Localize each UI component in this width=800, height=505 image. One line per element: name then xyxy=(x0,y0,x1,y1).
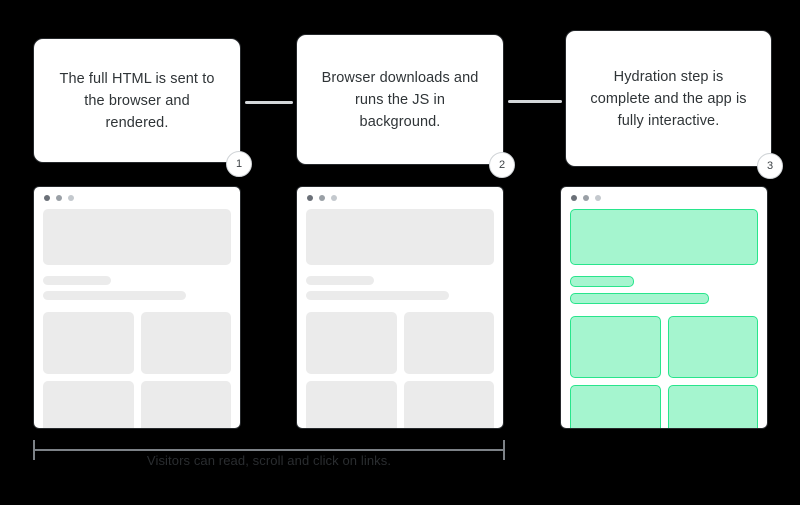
maximize-dot-icon xyxy=(595,195,601,201)
close-dot-icon xyxy=(44,195,50,201)
skeleton-tile xyxy=(43,312,134,374)
maximize-dot-icon xyxy=(68,195,74,201)
measurement-bracket xyxy=(33,440,505,460)
step-badge-3: 3 xyxy=(757,153,783,179)
bracket-cap-right xyxy=(503,440,505,460)
browser-mockup-3 xyxy=(560,186,768,429)
minimize-dot-icon xyxy=(319,195,325,201)
skeleton-hero-block xyxy=(306,209,494,265)
skeleton-subheading-line xyxy=(306,291,449,300)
step-card-1: The full HTML is sent to the browser and… xyxy=(33,38,241,163)
browser-3-page-body xyxy=(561,209,767,428)
skeleton-tile xyxy=(43,381,134,428)
skeleton-tile xyxy=(403,312,494,374)
browser-1-page-body xyxy=(34,209,240,428)
step-badge-2-number: 2 xyxy=(498,159,506,171)
skeleton-tile-grid xyxy=(306,312,494,428)
skeleton-tile xyxy=(140,312,231,374)
minimize-dot-icon xyxy=(56,195,62,201)
browser-2-page-body xyxy=(297,209,503,428)
hydrated-tile[interactable] xyxy=(667,385,758,428)
hydrated-tile[interactable] xyxy=(570,385,661,428)
skeleton-heading-line xyxy=(43,276,111,285)
connector-step2-step3 xyxy=(508,100,562,103)
browser-mockup-2 xyxy=(296,186,504,429)
hydrated-heading-line[interactable] xyxy=(570,276,634,287)
hydrated-tile-grid xyxy=(570,316,758,428)
step-badge-3-number: 3 xyxy=(766,160,774,172)
browser-mockup-1 xyxy=(33,186,241,429)
connector-step1-step2 xyxy=(245,101,293,104)
step-card-1-text: The full HTML is sent to the browser and… xyxy=(59,70,215,131)
browser-1-titlebar xyxy=(34,187,240,209)
bracket-caption: Visitors can read, scroll and click on l… xyxy=(146,453,392,468)
step-card-3-text: Hydration step is complete and the app i… xyxy=(590,68,747,129)
step-card-2-text: Browser downloads and runs the JS in bac… xyxy=(321,69,479,130)
step-badge-1-number: 1 xyxy=(235,158,243,170)
skeleton-tile xyxy=(403,381,494,428)
hydrated-hero-block[interactable] xyxy=(570,209,758,265)
skeleton-tile-grid xyxy=(43,312,231,428)
maximize-dot-icon xyxy=(331,195,337,201)
skeleton-tile xyxy=(306,312,397,374)
browser-3-titlebar xyxy=(561,187,767,209)
close-dot-icon xyxy=(307,195,313,201)
hydrated-tile[interactable] xyxy=(570,316,661,378)
minimize-dot-icon xyxy=(583,195,589,201)
step-card-3: Hydration step is complete and the app i… xyxy=(565,30,772,167)
bracket-line xyxy=(33,449,505,451)
skeleton-subheading-line xyxy=(43,291,186,300)
skeleton-tile xyxy=(306,381,397,428)
step-badge-2: 2 xyxy=(489,152,515,178)
hydrated-tile[interactable] xyxy=(667,316,758,378)
step-badge-1: 1 xyxy=(226,151,252,177)
close-dot-icon xyxy=(571,195,577,201)
hydrated-subheading-line[interactable] xyxy=(570,293,710,304)
skeleton-hero-block xyxy=(43,209,231,265)
step-card-2: Browser downloads and runs the JS in bac… xyxy=(296,34,504,165)
skeleton-heading-line xyxy=(306,276,374,285)
browser-2-titlebar xyxy=(297,187,503,209)
skeleton-tile xyxy=(140,381,231,428)
